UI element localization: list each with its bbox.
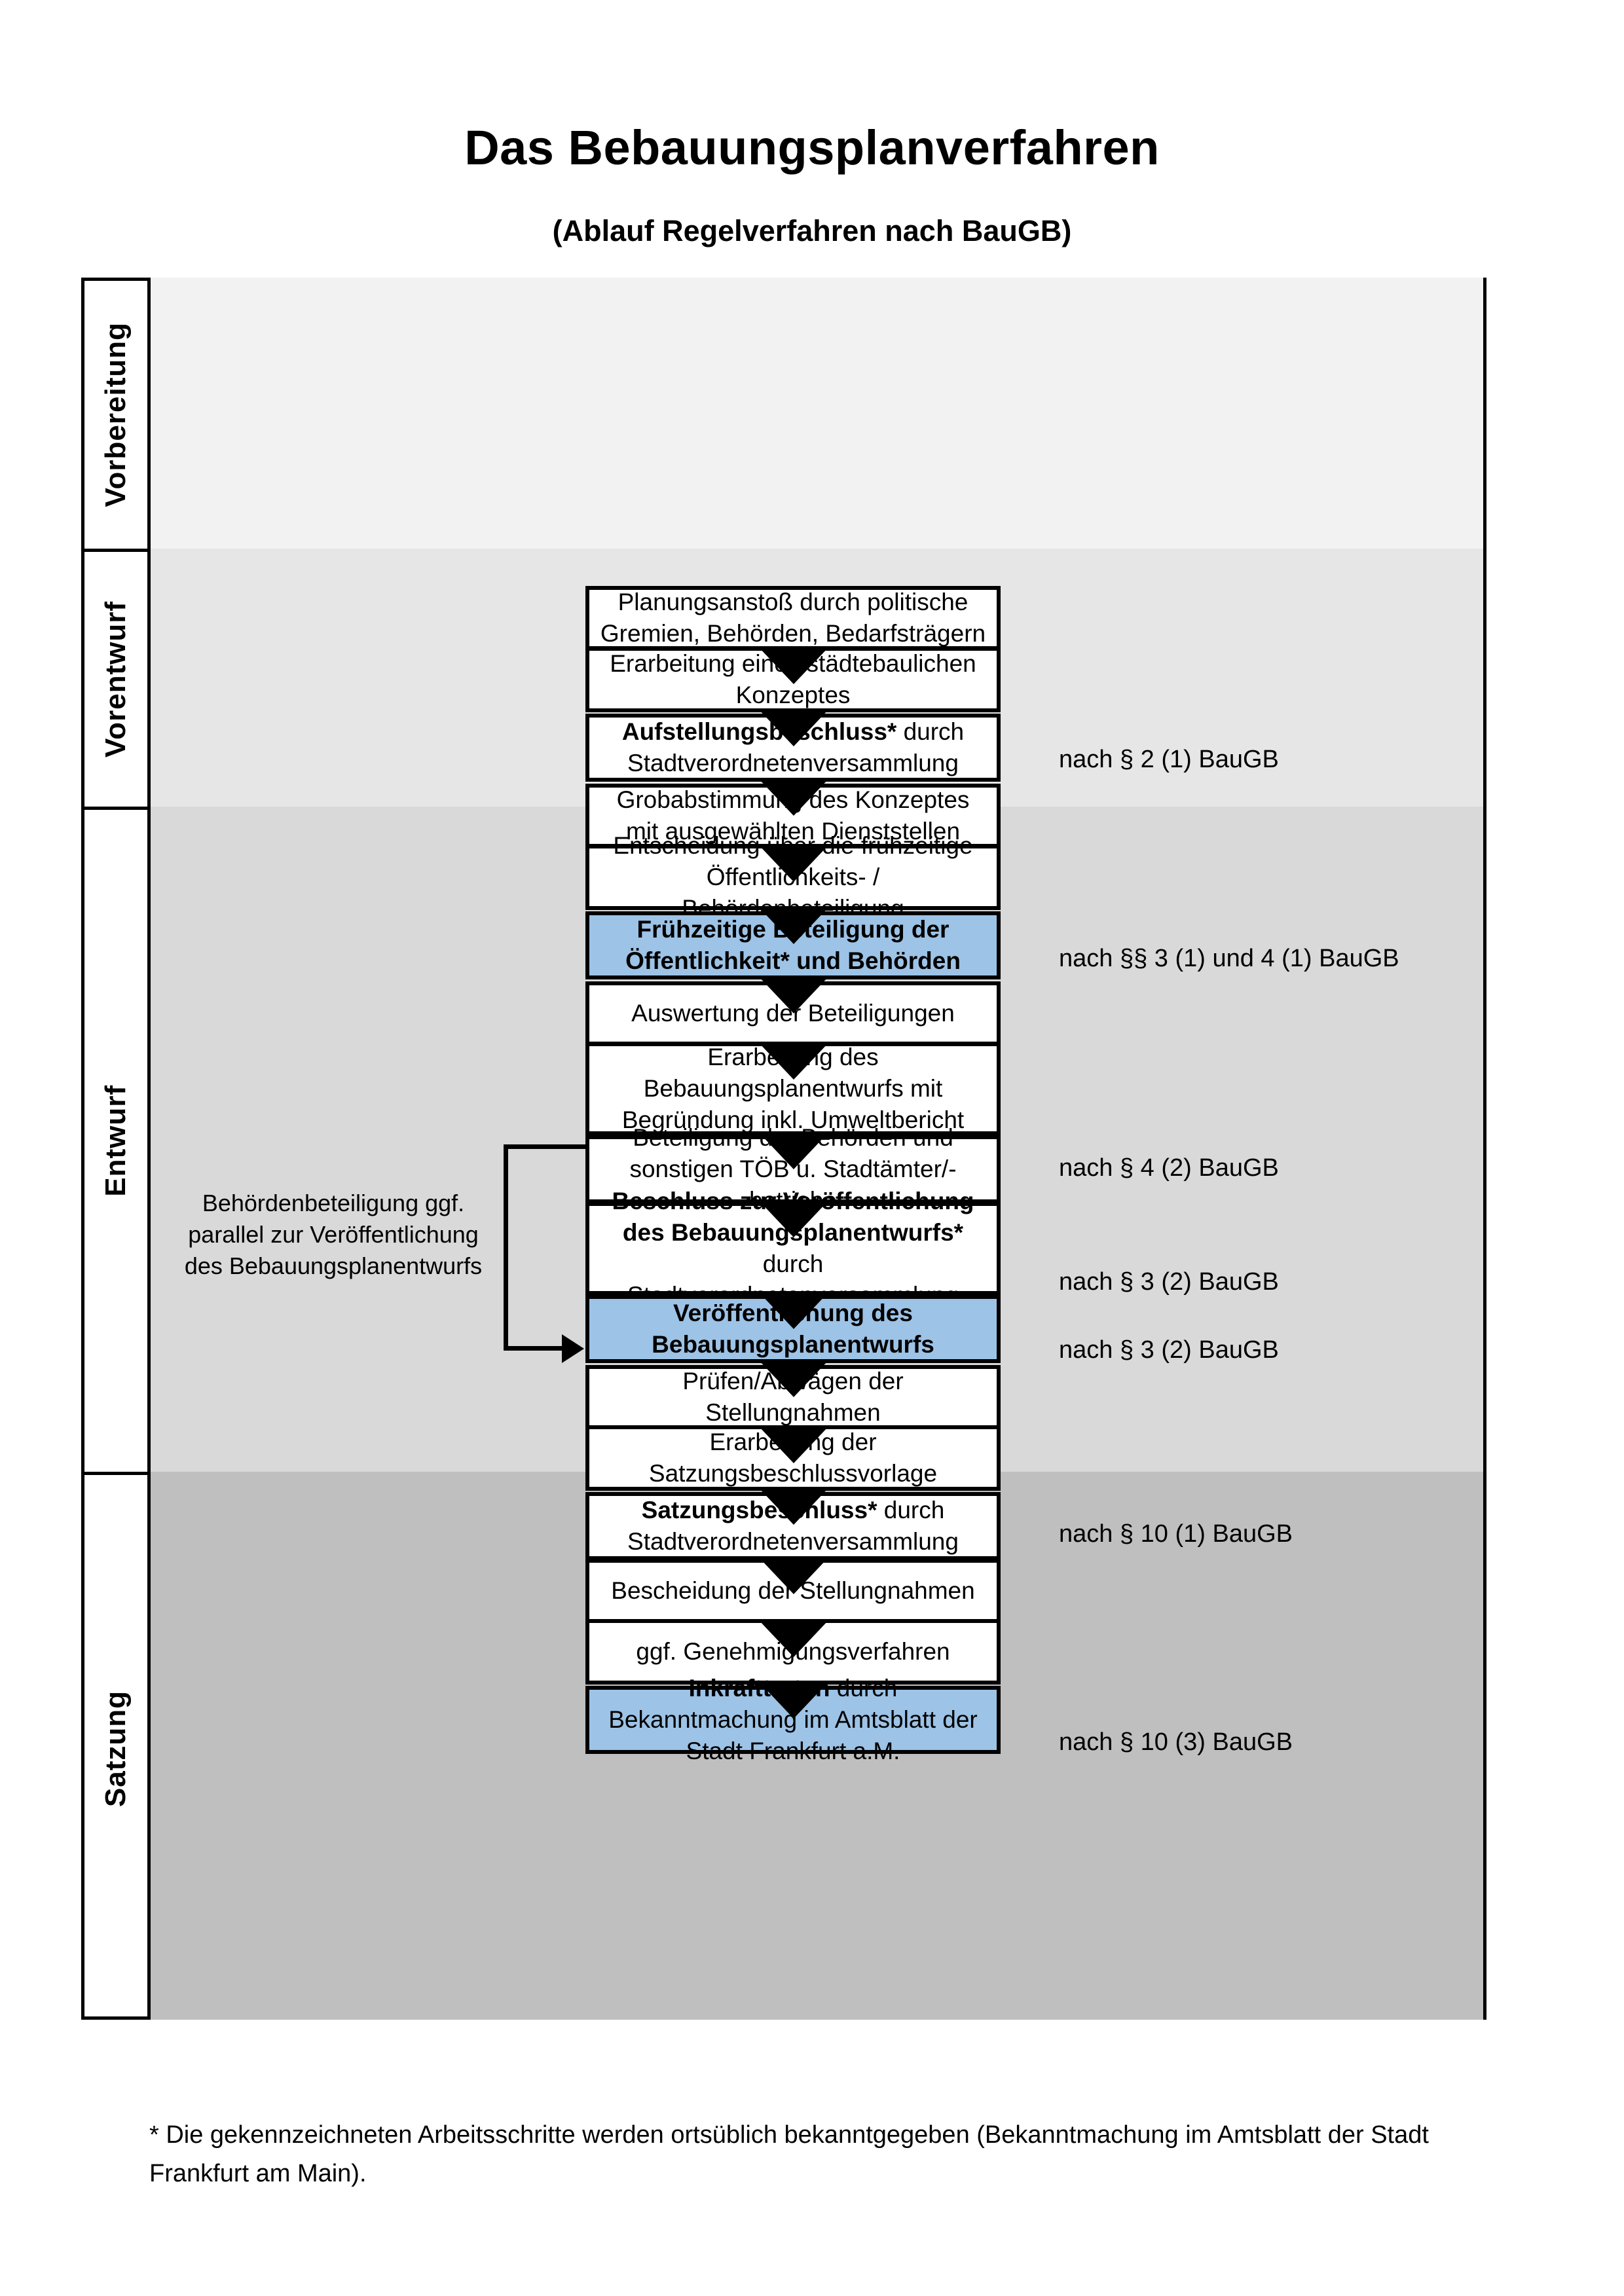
- phase-label-gutter: Vorbereitung Vorentwurf Entwurf Satzung: [84, 281, 151, 2016]
- phase-cell-entwurf: Entwurf: [84, 810, 147, 1475]
- behoerdenbeteiligung-note: Behördenbeteiligung ggf. parallel zur Ve…: [184, 1190, 483, 1280]
- loop-top-segment: [504, 1144, 585, 1149]
- process-step-planungsanstoss: Planungsanstoß durch politische Gremien,…: [585, 586, 1001, 650]
- flow-arrow-down-icon: [759, 1488, 828, 1525]
- process-step-label: Inkrafttreten durch Bekanntmachung im Am…: [608, 1674, 978, 1765]
- flow-arrow-down-icon: [759, 845, 828, 882]
- legal-ref-par3-2-a: nach § 3 (2) BauGB: [1059, 1268, 1279, 1296]
- process-step-pruefen-abwaegen: Prüfen/Abwägen der Stellungnahmen: [585, 1365, 1001, 1429]
- flow-arrow-down-icon: [759, 647, 828, 684]
- process-step-label: Satzungsbeschluss* durch Stadtverordnete…: [627, 1496, 959, 1555]
- flow-arrow-down-icon: [759, 779, 828, 816]
- process-step-label: Planungsanstoß durch politische Gremien,…: [600, 588, 986, 647]
- page-subtitle: (Ablauf Regelverfahren nach BauGB): [552, 214, 1072, 247]
- phase-label-vorbereitung: Vorbereitung: [100, 322, 132, 507]
- phase-label-vorentwurf: Vorentwurf: [100, 601, 132, 757]
- flow-arrow-down-icon: [759, 907, 828, 944]
- legal-ref-par3-1-4-1: nach §§ 3 (1) und 4 (1) BauGB: [1059, 945, 1399, 972]
- flow-arrow-down-icon: [759, 1620, 828, 1657]
- legal-ref-par3-2-b: nach § 3 (2) BauGB: [1059, 1336, 1279, 1364]
- page-title: Das Bebauungsplanverfahren: [464, 120, 1160, 175]
- flow-arrow-down-icon: [759, 710, 828, 746]
- loop-left-segment: [504, 1144, 508, 1346]
- phase-band-vorbereitung: [151, 278, 1483, 549]
- flow-arrow-down-icon: [759, 1292, 828, 1329]
- phase-cell-satzung: Satzung: [84, 1475, 147, 2023]
- phase-cell-vorbereitung: Vorbereitung: [84, 281, 147, 552]
- process-step-inkrafttreten: Inkrafttreten durch Bekanntmachung im Am…: [585, 1675, 1001, 1764]
- phase-cell-vorentwurf: Vorentwurf: [84, 552, 147, 810]
- flow-arrow-down-icon: [759, 1043, 828, 1080]
- legal-ref-par2-1: nach § 2 (1) BauGB: [1059, 746, 1279, 773]
- flow-arrow-down-icon: [759, 1558, 828, 1594]
- legal-ref-par10-1: nach § 10 (1) BauGB: [1059, 1520, 1293, 1548]
- flow-arrow-down-icon: [759, 977, 828, 1013]
- diagram-frame: Vorbereitung Vorentwurf Entwurf Satzung …: [81, 278, 1486, 2020]
- loop-bottom-segment: [504, 1346, 563, 1351]
- flow-arrow-down-icon: [759, 1201, 828, 1237]
- flow-arrow-down-icon: [759, 1682, 828, 1719]
- phase-label-entwurf: Entwurf: [100, 1085, 132, 1197]
- legal-ref-par10-3: nach § 10 (3) BauGB: [1059, 1728, 1293, 1756]
- flow-arrow-down-icon: [759, 1427, 828, 1463]
- flow-arrow-down-icon: [759, 1360, 828, 1397]
- phase-label-satzung: Satzung: [100, 1690, 132, 1808]
- flow-arrow-down-icon: [759, 1133, 828, 1169]
- footnote: * Die gekennzeichneten Arbeitsschritte w…: [149, 2121, 1429, 2187]
- process-flow: Planungsanstoß durch politische Gremien,…: [84, 281, 1483, 2016]
- legal-ref-par4-2: nach § 4 (2) BauGB: [1059, 1154, 1279, 1182]
- loop-arrowhead-icon: [562, 1334, 584, 1363]
